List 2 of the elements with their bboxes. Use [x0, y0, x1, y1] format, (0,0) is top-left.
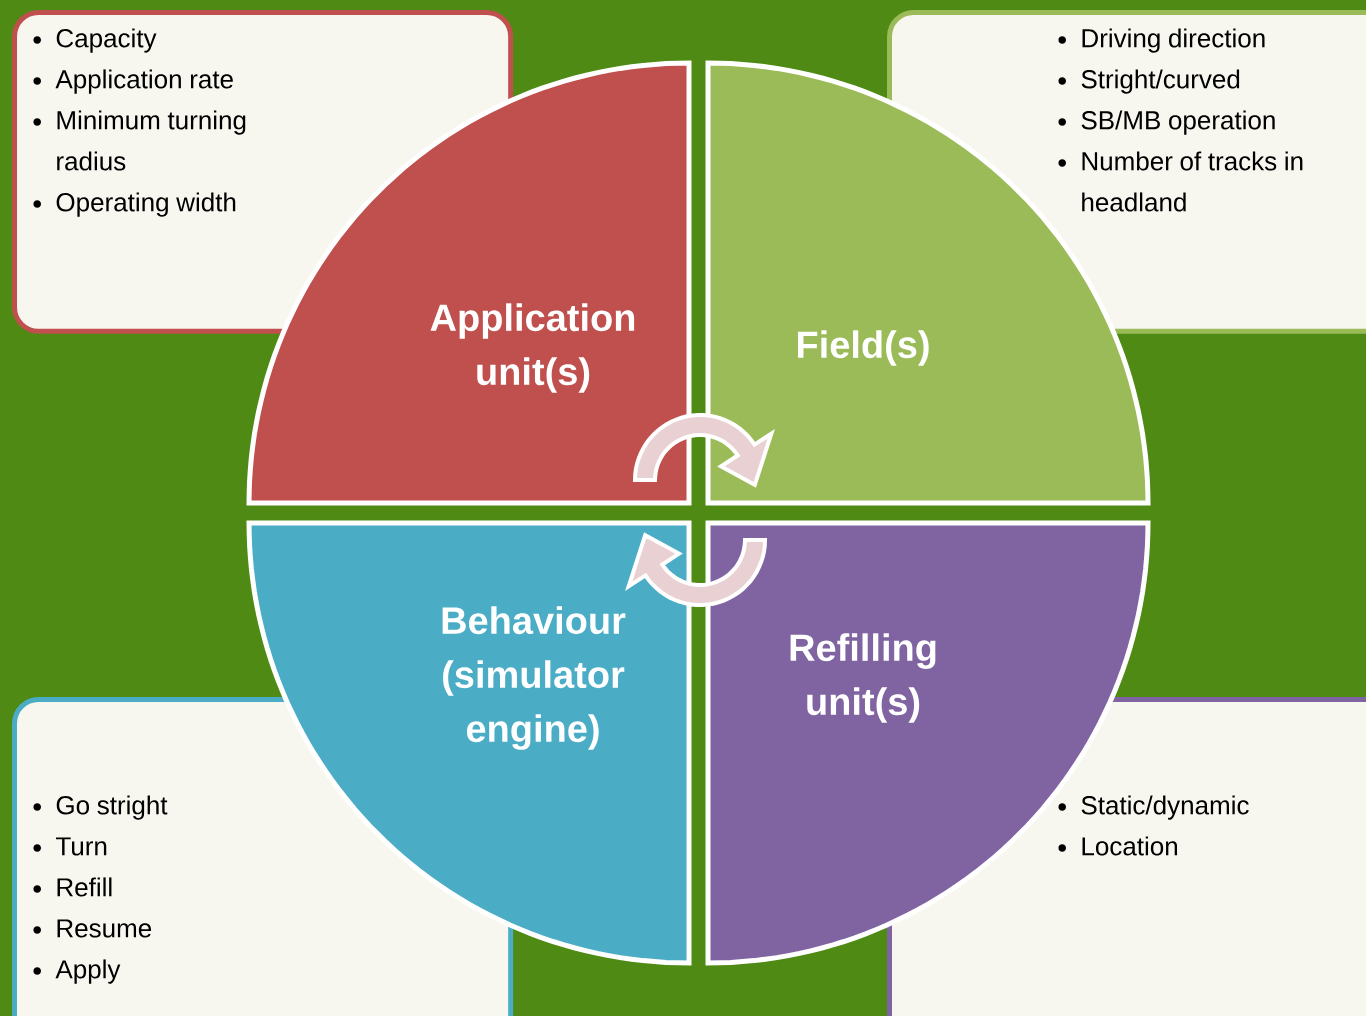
quadrant: Behaviour (simulator engine) — [246, 520, 692, 966]
quadrant: Application unit(s) — [246, 60, 692, 506]
